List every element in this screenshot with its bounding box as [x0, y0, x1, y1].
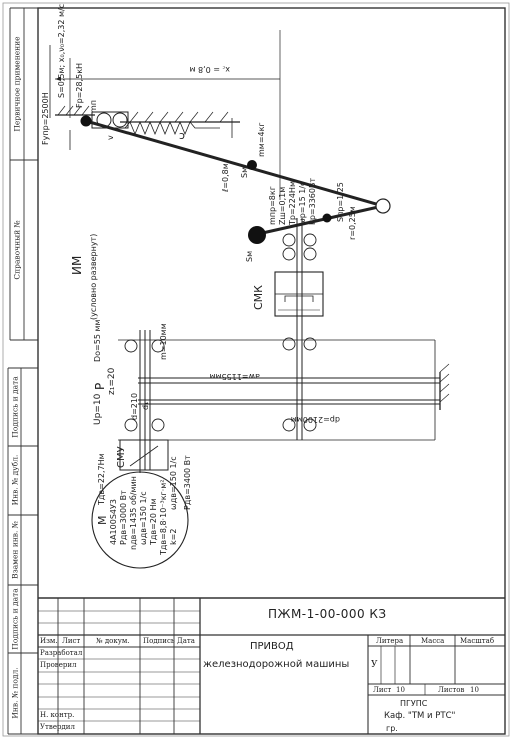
- smu-diag: [129, 445, 159, 467]
- z1-label: z₁=20: [107, 367, 117, 395]
- up-label: Uр=10: [93, 393, 103, 425]
- row-norm-control: Н. контр.: [40, 711, 75, 719]
- ground-hatch-2: [129, 111, 229, 123]
- rod-mass: [247, 160, 257, 170]
- mp-label: mп: [89, 100, 98, 113]
- crank-mass-small: [322, 213, 332, 223]
- w-dv-right-label: ωдв=150 1/с: [169, 456, 178, 510]
- smk-label: СМК: [252, 285, 265, 310]
- sheets-label: Листов: [438, 686, 465, 694]
- ground-hatch: [57, 105, 90, 116]
- s-m-label: Sм: [245, 251, 254, 262]
- side-label-replace-inv-no: Взамен инв. №: [10, 521, 20, 579]
- scale-header: Масштаб: [460, 637, 495, 645]
- crank-mass-big: [248, 226, 266, 244]
- letter-header: Литера: [376, 637, 404, 645]
- org-line2: Каф. "ТМ и РТС": [384, 711, 456, 721]
- d210-label: d=210: [130, 393, 139, 420]
- col-date: Дата: [177, 637, 195, 645]
- p-dv-label: Pдв=3000 Вт: [119, 490, 128, 545]
- designation: ПЖМ-1-00-000 КЗ: [268, 607, 387, 621]
- j-dv-label: Tдв=8,8·10⁻³кг·м²: [159, 479, 168, 556]
- side-label-orig-inv-no: Инв. № подл.: [10, 667, 20, 719]
- t-r-label: Tр=224Нм: [288, 181, 297, 226]
- smu-coupling: [119, 439, 169, 471]
- p-r-label: Pр=3360Вт: [308, 178, 317, 225]
- doc-name-line2: железнодорожной машины: [203, 659, 350, 670]
- side-label-primary-use: Первичное применение: [12, 36, 22, 132]
- xc-label: x꜀ = 0,8 м: [189, 65, 230, 74]
- side-label-reference-no: Справочный №: [12, 220, 22, 280]
- row-developed: Разработал: [40, 649, 83, 657]
- connecting-rod: [85, 119, 384, 208]
- im-label: ИМ: [70, 256, 84, 275]
- motor-m-label: М: [96, 516, 109, 526]
- s-label: S=0,5м; x₀,ν₀=2,32 м/с: [57, 4, 66, 98]
- output-bearings: [282, 233, 317, 432]
- d55-label: Dо=55 мм: [93, 319, 102, 362]
- crank-pivot: [375, 198, 391, 214]
- left-margin-table: [7, 7, 38, 735]
- letter-value: У: [371, 660, 378, 670]
- z-sh-label: Zш=0,1м: [278, 187, 287, 225]
- inner-frame: [37, 7, 506, 735]
- l-label: ℓ=0,8м: [221, 163, 230, 193]
- fp-label: Fр=28,5кН: [75, 63, 84, 108]
- k-label: k=2: [169, 529, 178, 545]
- f-upr-label: Fупр=2500Н: [41, 92, 50, 145]
- w-dv-label: ωдв=150 1/с: [139, 491, 148, 545]
- row-checked: Проверил: [40, 661, 77, 669]
- smu-label: СМУ: [116, 446, 127, 468]
- crank-arm: [257, 204, 384, 236]
- col-signature: Подпись: [143, 637, 175, 645]
- v-label: v: [106, 135, 115, 140]
- d2100-label: dр=2100мм: [291, 415, 340, 424]
- title-block: [38, 597, 505, 734]
- col-change: Изм.: [40, 637, 58, 645]
- m-mod-label: m=10мм: [159, 323, 168, 360]
- slider-roller-right: [112, 112, 128, 128]
- doc-name-line1: ПРИВОД: [250, 641, 294, 652]
- side-label-dup-inv-no: Инв. № дубл.: [10, 454, 20, 506]
- org-line1: ПГУПС: [400, 699, 428, 708]
- p-dv-right-label: Pдв=3400 Вт: [183, 455, 192, 510]
- dp-label: d₁: [141, 402, 150, 410]
- im-sub-label: (условно развернут): [89, 234, 98, 320]
- smk-inner: [284, 295, 314, 302]
- n-dv-label: nдв=1435 об/мин: [129, 476, 138, 550]
- mass-header: Масса: [421, 637, 445, 645]
- t-dv-label: Tдв=22,7Нм: [97, 453, 106, 506]
- t-dv2-label: Tдв=20 Нм: [149, 498, 158, 546]
- m-m2-label: mпр=8кг: [268, 186, 277, 225]
- m-rom-label: mм=4кг: [257, 122, 266, 157]
- sheet-number: 10: [396, 686, 405, 694]
- right-wall-hatch: [439, 363, 450, 403]
- aw-label: aw=1155мм: [209, 372, 260, 381]
- pinion-bearings: [124, 339, 165, 432]
- sheet-label: Лист: [373, 686, 392, 694]
- motor-type-label: 4А100S4У3: [109, 499, 118, 545]
- sheets-total: 10: [470, 686, 479, 694]
- side-label-sign-date-1: Подпись и дата: [10, 376, 20, 438]
- org-line3: гр.: [386, 724, 398, 733]
- r-label: r=0,25м: [348, 206, 357, 240]
- spring: [124, 120, 220, 136]
- c-label: c: [179, 130, 185, 143]
- col-doc-no: № докум.: [96, 637, 130, 645]
- col-sheet: Лист: [62, 637, 81, 645]
- side-label-sign-date-2: Подпись и дата: [10, 588, 20, 650]
- s-ps-label: Sпр=1,25: [336, 182, 345, 222]
- w-r-label: ωр=15 1/с: [298, 182, 307, 225]
- xc-dimension-arrow: [55, 77, 61, 81]
- s-rom-label: Sм: [240, 167, 249, 178]
- slider-mass: [80, 115, 92, 127]
- row-approved: Утвердил: [40, 723, 75, 731]
- p-label: Р: [93, 383, 107, 390]
